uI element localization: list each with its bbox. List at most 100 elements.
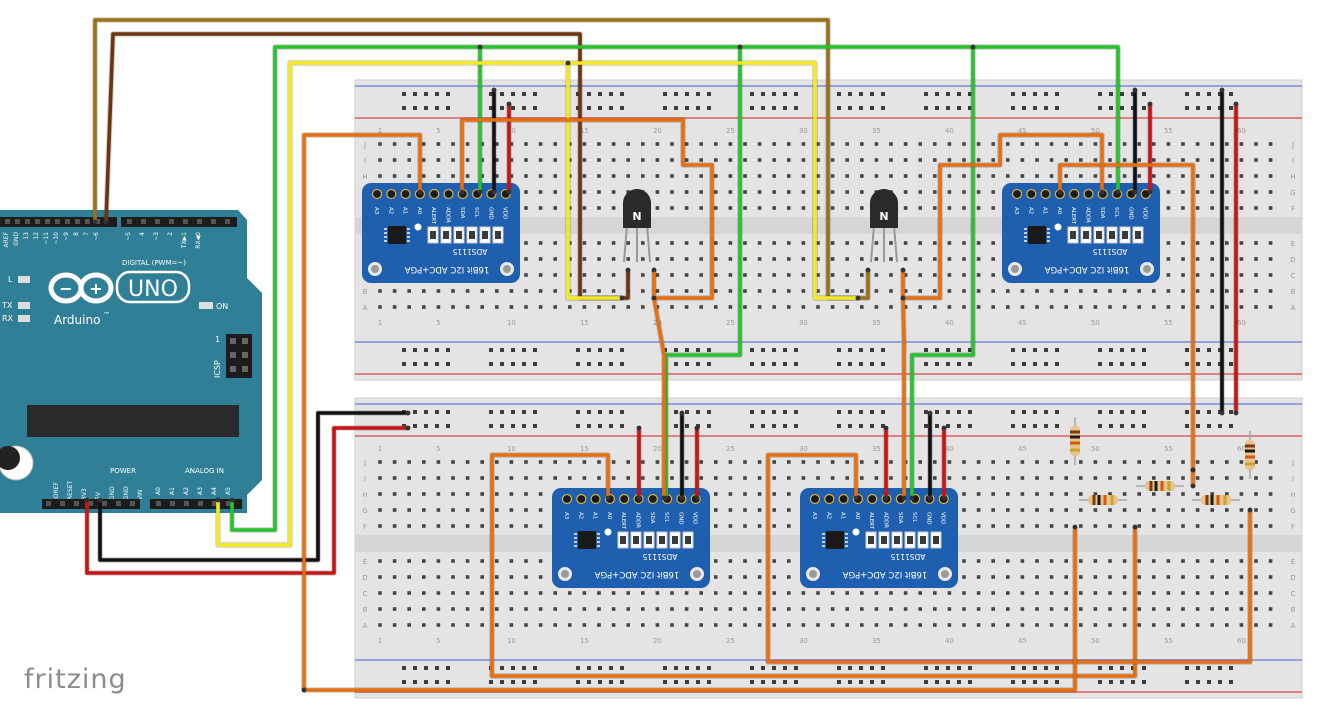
hole bbox=[860, 476, 864, 480]
rail-hole bbox=[446, 410, 450, 414]
hole bbox=[845, 623, 849, 627]
rail-hole bbox=[772, 680, 776, 684]
hole bbox=[743, 559, 747, 563]
hole bbox=[874, 241, 879, 245]
power-pin-label: 5V bbox=[95, 491, 102, 500]
hole bbox=[611, 158, 616, 162]
rail-hole bbox=[511, 410, 515, 414]
hole bbox=[918, 241, 922, 245]
hole bbox=[1079, 158, 1083, 162]
pin-label: VDD bbox=[692, 512, 698, 524]
star-icon bbox=[1054, 223, 1062, 231]
hole bbox=[509, 174, 514, 178]
hole bbox=[743, 257, 747, 261]
rail-hole bbox=[500, 666, 504, 670]
hole bbox=[714, 492, 718, 496]
chip-leg bbox=[845, 545, 848, 547]
hole bbox=[1210, 591, 1214, 595]
hole bbox=[684, 289, 689, 293]
hole bbox=[378, 492, 382, 496]
header-pin bbox=[169, 219, 174, 224]
hole bbox=[757, 289, 762, 293]
hole bbox=[1049, 142, 1054, 146]
passive-part bbox=[633, 536, 639, 544]
hole bbox=[845, 142, 849, 146]
wire-end bbox=[927, 495, 933, 501]
hole bbox=[407, 575, 411, 579]
chip-leg bbox=[384, 236, 387, 238]
column-number: 40 bbox=[945, 637, 954, 645]
hole bbox=[1020, 591, 1025, 595]
hole bbox=[1152, 508, 1156, 512]
hole bbox=[1210, 190, 1214, 194]
rail-hole bbox=[859, 106, 863, 110]
rail-hole bbox=[1120, 348, 1124, 352]
hole bbox=[1195, 623, 1200, 627]
hole bbox=[1225, 305, 1229, 309]
hole bbox=[860, 158, 864, 162]
hole bbox=[684, 623, 689, 627]
hole bbox=[1166, 273, 1171, 277]
wire-end bbox=[301, 687, 307, 693]
column-number: 50 bbox=[1091, 127, 1100, 135]
hole bbox=[670, 257, 674, 261]
hole bbox=[1225, 206, 1229, 210]
row-letter: H bbox=[362, 491, 367, 499]
hole bbox=[860, 591, 864, 595]
hole bbox=[1268, 305, 1273, 309]
hole bbox=[1181, 623, 1185, 627]
column-number: 35 bbox=[872, 127, 881, 135]
mount-hole bbox=[693, 570, 701, 578]
column-number: 15 bbox=[580, 319, 589, 327]
rail-hole bbox=[848, 106, 852, 110]
transistor-leg bbox=[623, 224, 628, 263]
hole bbox=[801, 241, 806, 245]
rail-hole bbox=[1120, 666, 1124, 670]
rail-hole bbox=[1011, 666, 1015, 670]
hole bbox=[801, 142, 806, 146]
hole bbox=[1020, 158, 1025, 162]
hole bbox=[553, 305, 557, 309]
hole bbox=[538, 305, 543, 309]
hole bbox=[757, 273, 762, 277]
hole bbox=[757, 524, 762, 528]
rail-hole bbox=[1022, 424, 1026, 428]
hole bbox=[699, 142, 703, 146]
rail-hole bbox=[772, 348, 776, 352]
hole bbox=[728, 623, 733, 627]
rail-hole bbox=[772, 410, 776, 414]
pin-label: SDA bbox=[459, 207, 465, 219]
hole bbox=[1035, 158, 1039, 162]
transistor-1: N bbox=[623, 189, 651, 263]
header-pin bbox=[5, 219, 10, 224]
wire-end bbox=[92, 219, 98, 225]
hole bbox=[1035, 289, 1039, 293]
rail-hole bbox=[783, 362, 787, 366]
hole bbox=[743, 476, 747, 480]
hole bbox=[801, 206, 806, 210]
hole bbox=[874, 142, 879, 146]
hole bbox=[1108, 289, 1112, 293]
pin-label: A2 bbox=[577, 512, 583, 519]
pin-label: ALERT bbox=[430, 207, 436, 225]
rail-hole bbox=[1218, 92, 1222, 96]
hole bbox=[816, 607, 820, 611]
hole bbox=[1181, 524, 1185, 528]
hole bbox=[538, 623, 543, 627]
hole bbox=[538, 524, 543, 528]
hole bbox=[1225, 492, 1229, 496]
rail-hole bbox=[609, 410, 613, 414]
hole bbox=[641, 460, 645, 464]
rail-hole bbox=[1055, 666, 1059, 670]
wire-end bbox=[229, 497, 235, 503]
row-letter: B bbox=[1291, 288, 1296, 296]
hole bbox=[392, 142, 397, 146]
hole bbox=[1049, 460, 1054, 464]
digital-pin-label: TX▶1 bbox=[181, 232, 188, 249]
hole bbox=[1093, 559, 1098, 563]
row-letter: C bbox=[1291, 590, 1296, 598]
hole bbox=[611, 289, 616, 293]
hole bbox=[568, 305, 572, 309]
hole bbox=[1020, 476, 1025, 480]
row-letter: I bbox=[1292, 157, 1294, 165]
